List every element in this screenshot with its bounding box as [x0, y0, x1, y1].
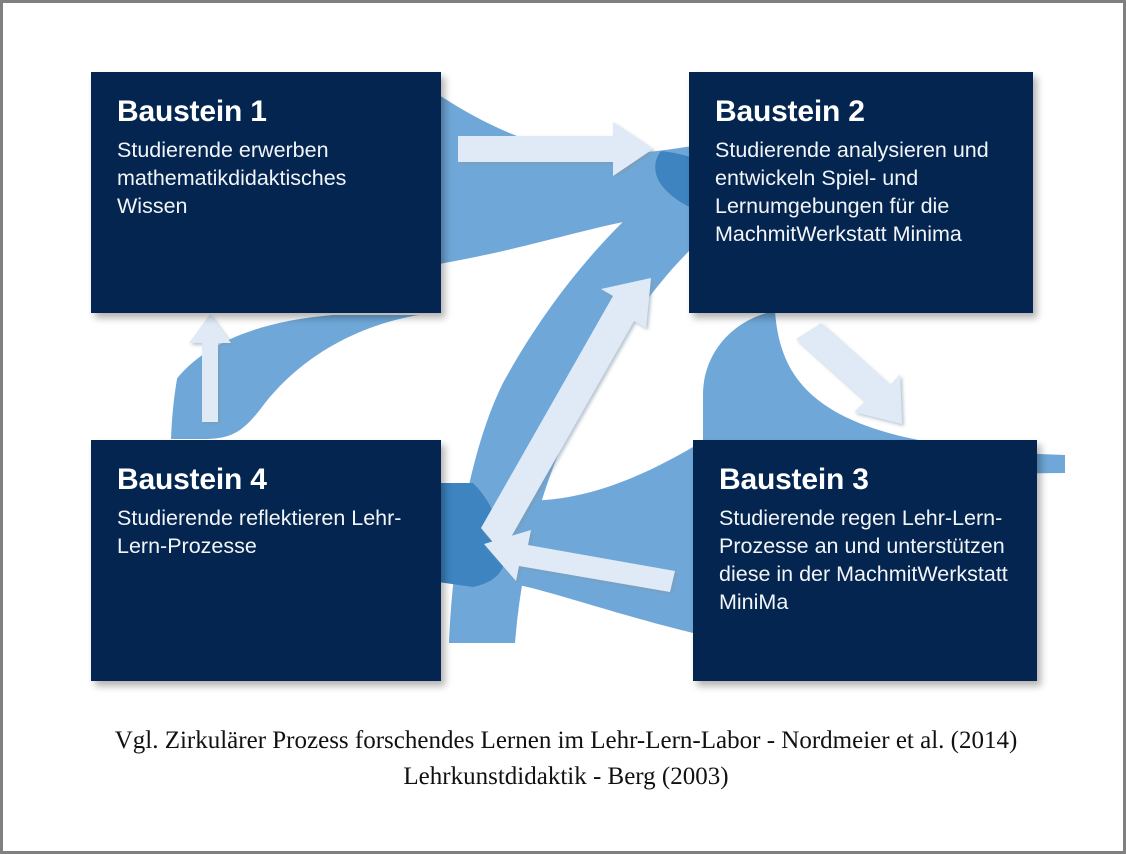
band-4-to-1-sweep [203, 313, 433, 439]
arrow-2-to-3-icon [796, 323, 902, 424]
block-baustein-4[interactable]: Baustein 4 Studierende reflektieren Lehr… [91, 440, 441, 681]
block-baustein-2-body: Studierende analysieren und entwickeln S… [715, 137, 989, 246]
flow-bands-and-arrows [153, 91, 1065, 643]
block-baustein-3-title: Baustein 3 [719, 463, 869, 496]
block-baustein-1-body: Studierende erwerben mathematikdidaktisc… [117, 137, 347, 218]
block-baustein-4-body: Studierende reflektieren Lehr-Lern-Proze… [117, 505, 402, 558]
source-caption: Vgl. Zirkulärer Prozess forschendes Lern… [3, 723, 1123, 796]
band-4-to-2 [449, 153, 759, 643]
arrow-4-to-2-icon [481, 278, 651, 553]
caption-line-1: Vgl. Zirkulärer Prozess forschendes Lern… [114, 727, 1018, 754]
band-group [153, 91, 1065, 643]
band-overlap-bottom-left-2 [431, 489, 505, 587]
band-3-to-4 [431, 447, 693, 633]
arrow-4-to-1-icon [189, 314, 231, 422]
arrow-3-to-4-icon [484, 530, 675, 592]
band-2-to-3 [703, 311, 1065, 474]
caption-line-2: Lehrkunstdidaktik - Berg (2003) [403, 763, 729, 791]
band-4-to-1-inner [153, 315, 323, 439]
arrow-group [189, 122, 902, 592]
arrow-1-to-2-icon [458, 122, 653, 176]
block-baustein-2[interactable]: Baustein 2 Studierende analysieren und e… [689, 72, 1033, 313]
block-baustein-1[interactable]: Baustein 1 Studierende erwerben mathemat… [91, 72, 441, 313]
block-baustein-3[interactable]: Baustein 3 Studierende regen Lehr-Lern-P… [693, 440, 1037, 681]
cycle-diagram: Baustein 1 Studierende erwerben mathemat… [3, 3, 1123, 719]
block-baustein-4-title: Baustein 4 [117, 463, 267, 496]
block-baustein-1-title: Baustein 1 [117, 95, 267, 128]
block-baustein-2-title: Baustein 2 [715, 95, 865, 128]
block-baustein-3-body: Studierende regen Lehr-Lern-Prozesse an … [719, 505, 1008, 614]
band-1-to-2 [433, 91, 715, 265]
